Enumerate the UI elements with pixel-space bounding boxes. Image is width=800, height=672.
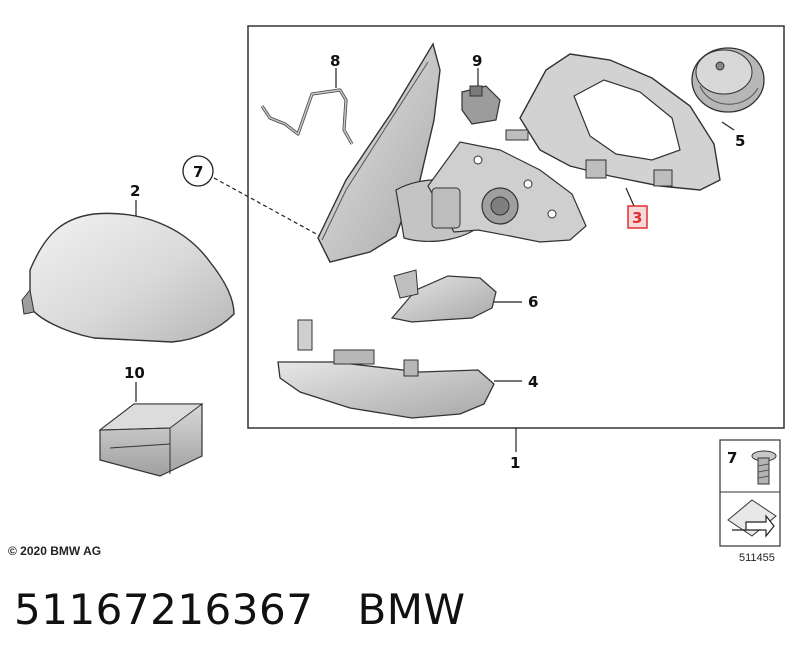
callout-3: 3	[632, 209, 642, 227]
part-4-lower-trim	[277, 319, 495, 419]
callout-7-circle-ring	[182, 155, 214, 187]
callout-6: 6	[528, 293, 538, 311]
callout-10: 10	[124, 364, 145, 382]
part-6-cover	[390, 269, 497, 323]
part-3-mirror-carrier	[505, 53, 721, 191]
screw-icon	[751, 450, 777, 485]
part-8-wire-harness	[260, 88, 354, 145]
diagram-id: 511455	[739, 552, 775, 564]
fastener-box: 7	[719, 439, 781, 547]
callout-2: 2	[130, 182, 140, 200]
arrow-pictogram-icon	[727, 499, 777, 538]
callout-3-highlight-box	[627, 205, 648, 229]
callout-7-circle: 7	[193, 163, 203, 181]
part-base-bracket	[427, 141, 587, 243]
part-2-mirror-cap	[21, 212, 235, 343]
copyright: © 2020 BMW AG	[8, 544, 101, 558]
callout-1: 1	[510, 454, 520, 472]
brand-name: BMW	[357, 585, 466, 634]
callout-9: 9	[472, 52, 482, 70]
callout-8: 8	[330, 52, 340, 70]
footer-caption: 51167216367 BMW	[14, 585, 510, 634]
part-number: 51167216367	[14, 585, 314, 634]
callout-7-box: 7	[727, 449, 737, 467]
callout-4: 4	[528, 373, 538, 391]
part-9-connector	[461, 85, 501, 125]
part-5-actuator-motor	[691, 47, 765, 113]
part-10-kit-box	[98, 403, 204, 477]
callout-5: 5	[735, 132, 745, 150]
